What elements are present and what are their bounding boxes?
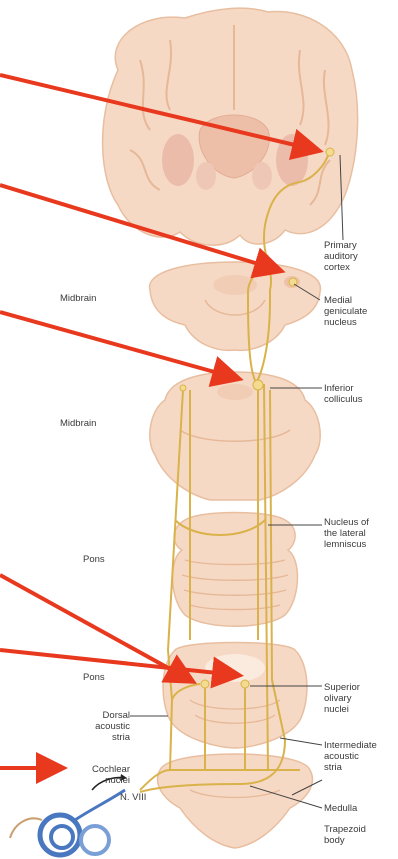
label-nucleus-lateral-lemniscus: Nucleus of the lateral lemniscus [324,517,369,550]
cochlea-illustration [10,774,127,855]
level-label-midbrain-upper: Midbrain [60,293,96,304]
level-label-pons-lower: Pons [83,672,105,683]
medulla-section [158,754,313,848]
label-trapezoid-body: Trapezoid body [324,824,366,846]
level-label-pons-upper: Pons [83,554,105,565]
label-medulla: Medulla [324,803,357,814]
label-cochlear-nuclei: Cochlear nuclei [60,764,130,786]
midbrain-upper-section [150,262,321,350]
label-intermediate-acoustic-stria: Intermediate acoustic stria [324,740,377,773]
label-medial-geniculate-nucleus: Medial geniculate nucleus [324,295,367,328]
label-n-viii: N. VIII [120,792,146,803]
cerebrum-section [103,8,358,245]
midbrain-lower-section [150,372,320,500]
label-inferior-colliculus: Inferior colliculus [324,383,363,405]
label-superior-olivary-nuclei: Superior olivary nuclei [324,682,360,715]
red-arrow-4 [0,575,190,680]
label-primary-auditory-cortex: Primary auditory cortex [324,240,358,273]
level-label-midbrain-lower: Midbrain [60,418,96,429]
label-dorsal-acoustic-stria: Dorsal acoustic stria [70,710,130,743]
pons-lower-section [163,643,307,749]
